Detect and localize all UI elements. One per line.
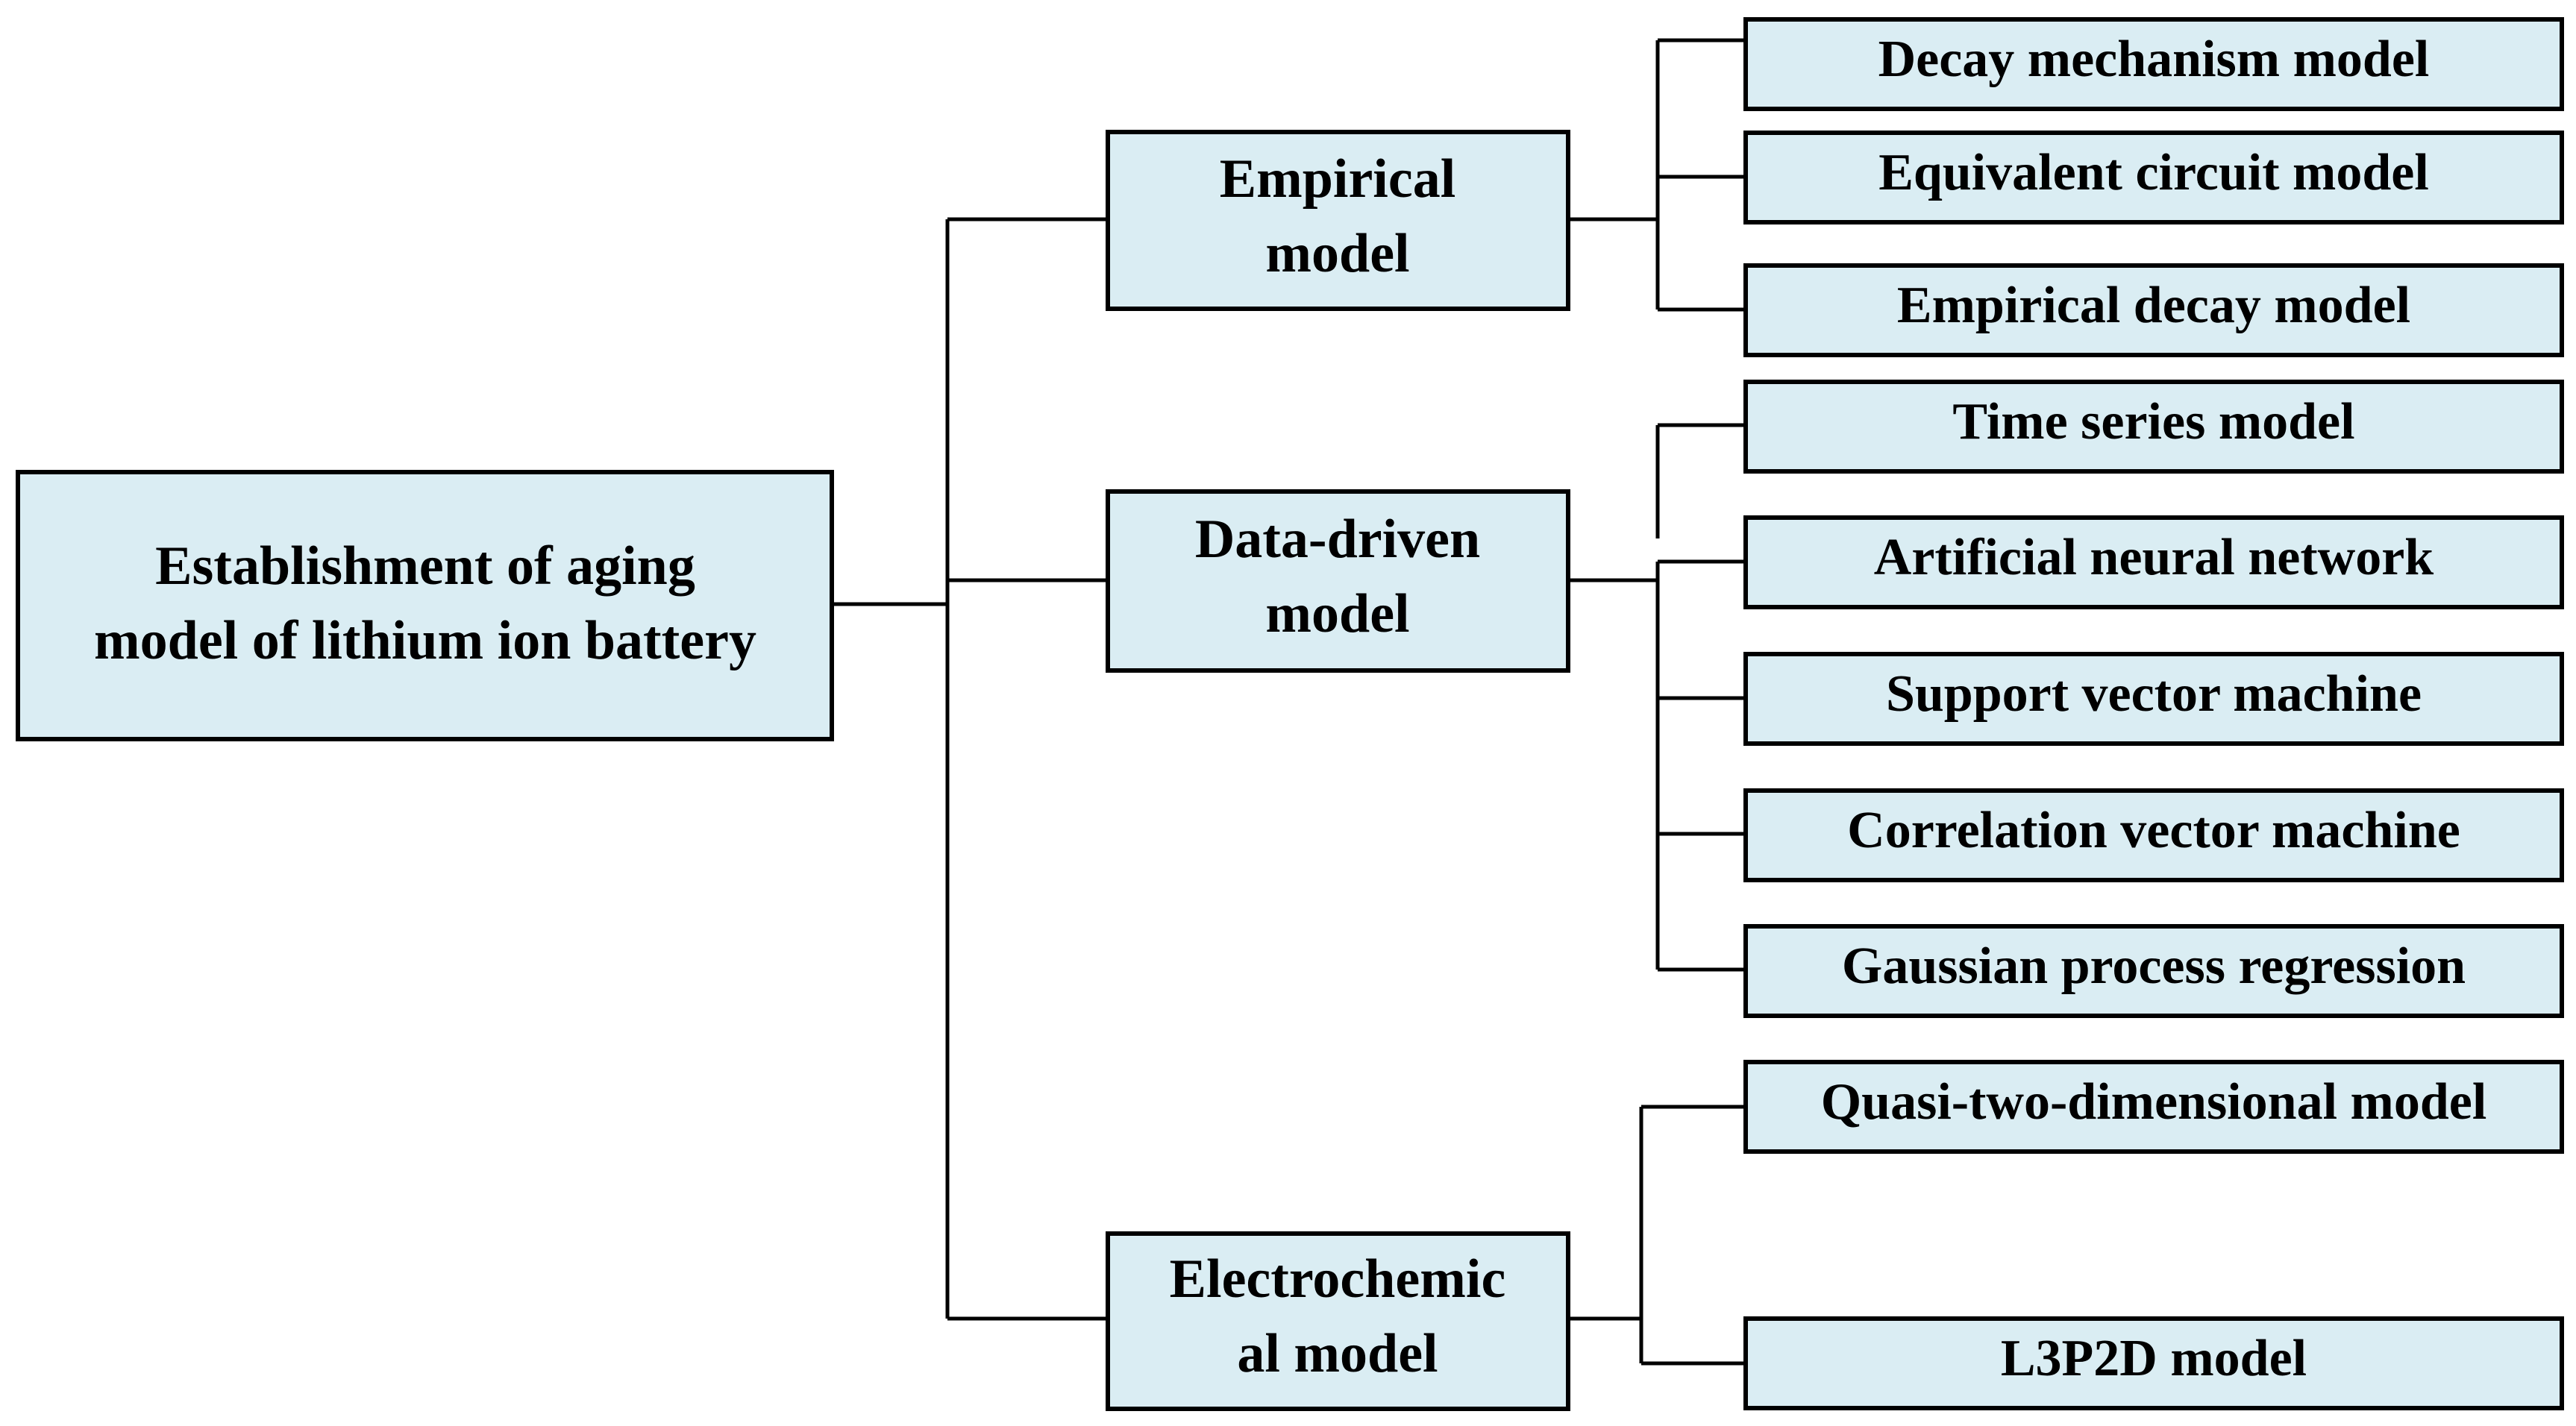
leaf-support-vector-machine-label: Support vector machine — [1886, 665, 2422, 723]
leaf-time-series-model-label: Time series model — [1952, 393, 2354, 450]
leaf-gaussian-process-regression-label: Gaussian process regression — [1842, 937, 2466, 995]
category-electrochemical-label-line-2: al model — [1237, 1323, 1438, 1384]
leaf-correlation-vector-machine: Correlation vector machine — [1743, 788, 2564, 882]
leaf-empirical-decay-model-label: Empirical decay model — [1897, 277, 2410, 334]
category-empirical-box — [1106, 130, 1570, 311]
category-data-driven: Data-driven model — [1106, 489, 1570, 673]
leaf-equivalent-circuit-model-label: Equivalent circuit model — [1878, 144, 2429, 201]
root-node-label-line-1: Establishment of aging — [155, 535, 695, 597]
category-empirical-label-line-2: model — [1265, 223, 1409, 284]
leaf-time-series-model: Time series model — [1743, 380, 2564, 474]
leaf-quasi-two-dimensional-model-label: Quasi-two-dimensional model — [1821, 1073, 2487, 1131]
root-node-label-line-2: model of lithium ion battery — [94, 610, 756, 671]
leaf-correlation-vector-machine-box — [1743, 788, 2564, 882]
category-data-driven-label-line-2: model — [1265, 583, 1409, 644]
leaf-empirical-decay-model: Empirical decay model — [1743, 263, 2564, 357]
leaf-time-series-model-box — [1743, 380, 2564, 474]
leaf-correlation-vector-machine-label: Correlation vector machine — [1847, 802, 2460, 859]
category-electrochemical-box — [1106, 1231, 1570, 1411]
leaf-artificial-neural-network: Artificial neural network — [1743, 515, 2564, 609]
leaf-l3p2d-model: L3P2D model — [1743, 1316, 2564, 1410]
leaf-artificial-neural-network-box — [1743, 515, 2564, 609]
category-empirical-label-line-1: Empirical — [1220, 148, 1456, 210]
leaf-support-vector-machine: Support vector machine — [1743, 652, 2564, 746]
leaf-gaussian-process-regression-box — [1743, 924, 2564, 1018]
leaf-decay-mechanism-model-label: Decay mechanism model — [1878, 31, 2430, 88]
leaf-equivalent-circuit-model: Equivalent circuit model — [1743, 131, 2564, 224]
leaf-l3p2d-model-label: L3P2D model — [2001, 1330, 2307, 1387]
leaf-quasi-two-dimensional-model: Quasi-two-dimensional model — [1743, 1060, 2564, 1154]
category-electrochemical-label-line-1: Electrochemic — [1170, 1248, 1506, 1310]
leaf-gaussian-process-regression: Gaussian process regression — [1743, 924, 2564, 1018]
connector-lines — [832, 38, 1746, 1366]
leaf-l3p2d-model-box — [1743, 1316, 2564, 1410]
category-data-driven-label-line-1: Data-driven — [1195, 509, 1480, 570]
root-node-box — [16, 470, 834, 741]
leaf-empirical-decay-model-box — [1743, 263, 2564, 357]
leaf-decay-mechanism-model-box — [1743, 17, 2564, 111]
category-data-driven-box — [1106, 489, 1570, 673]
root-node: Establishment of aging model of lithium … — [16, 470, 834, 741]
category-electrochemical: Electrochemic al model — [1106, 1231, 1570, 1411]
leaf-artificial-neural-network-label: Artificial neural network — [1874, 529, 2434, 586]
leaf-quasi-two-dimensional-model-box — [1743, 1060, 2564, 1154]
leaf-decay-mechanism-model: Decay mechanism model — [1743, 17, 2564, 111]
leaf-support-vector-machine-box — [1743, 652, 2564, 746]
leaf-equivalent-circuit-model-box — [1743, 131, 2564, 224]
category-empirical: Empirical model — [1106, 130, 1570, 311]
